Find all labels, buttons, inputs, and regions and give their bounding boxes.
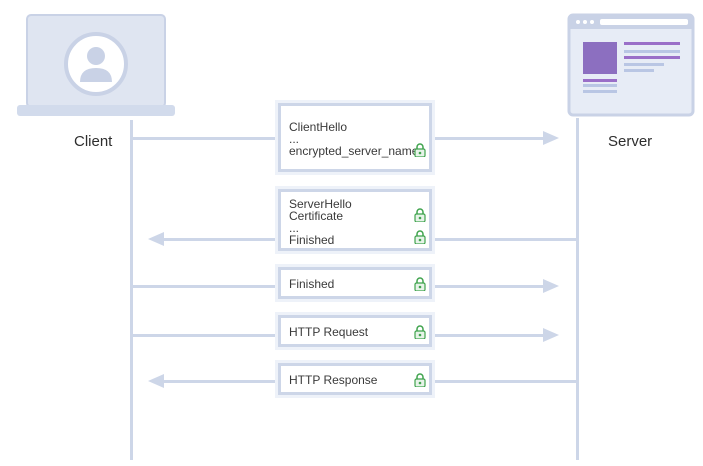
message-box-server-hello: ServerHello Certificate ... Finished (278, 189, 432, 251)
message-line: ... (289, 221, 300, 235)
message-line: HTTP Response (289, 373, 378, 387)
padlock-icon (414, 143, 426, 157)
padlock-icon (414, 208, 426, 222)
message-line: ... (289, 132, 300, 146)
message-line: ClientHello (289, 120, 348, 134)
arrowhead-right-4 (543, 328, 559, 342)
padlock-icon (414, 325, 426, 339)
message-box-finished: Finished (278, 267, 432, 299)
arrowhead-right-1 (543, 131, 559, 145)
arrowhead-right-3 (543, 279, 559, 293)
message-line: encrypted_server_name (289, 144, 419, 158)
padlock-icon (414, 230, 426, 244)
client-lifeline (130, 120, 133, 460)
message-line: Finished (289, 277, 335, 291)
padlock-icon (414, 373, 426, 387)
server-lifeline (576, 118, 579, 460)
server-label: Server (608, 133, 653, 150)
padlock-icon (414, 277, 426, 291)
message-line: Certificate (289, 209, 344, 223)
message-line: ServerHello (289, 197, 352, 211)
client-label: Client (74, 133, 113, 150)
message-box-http-request: HTTP Request (278, 315, 432, 347)
client-laptop-icon (14, 12, 178, 120)
message-line: Finished (289, 233, 335, 247)
message-box-http-response: HTTP Response (278, 363, 432, 395)
arrowhead-left-5 (148, 374, 164, 388)
server-browser-icon (566, 12, 696, 118)
message-box-client-hello: ClientHello ... encrypted_server_name (278, 103, 432, 172)
message-line: HTTP Request (289, 325, 369, 339)
arrowhead-left-2 (148, 232, 164, 246)
